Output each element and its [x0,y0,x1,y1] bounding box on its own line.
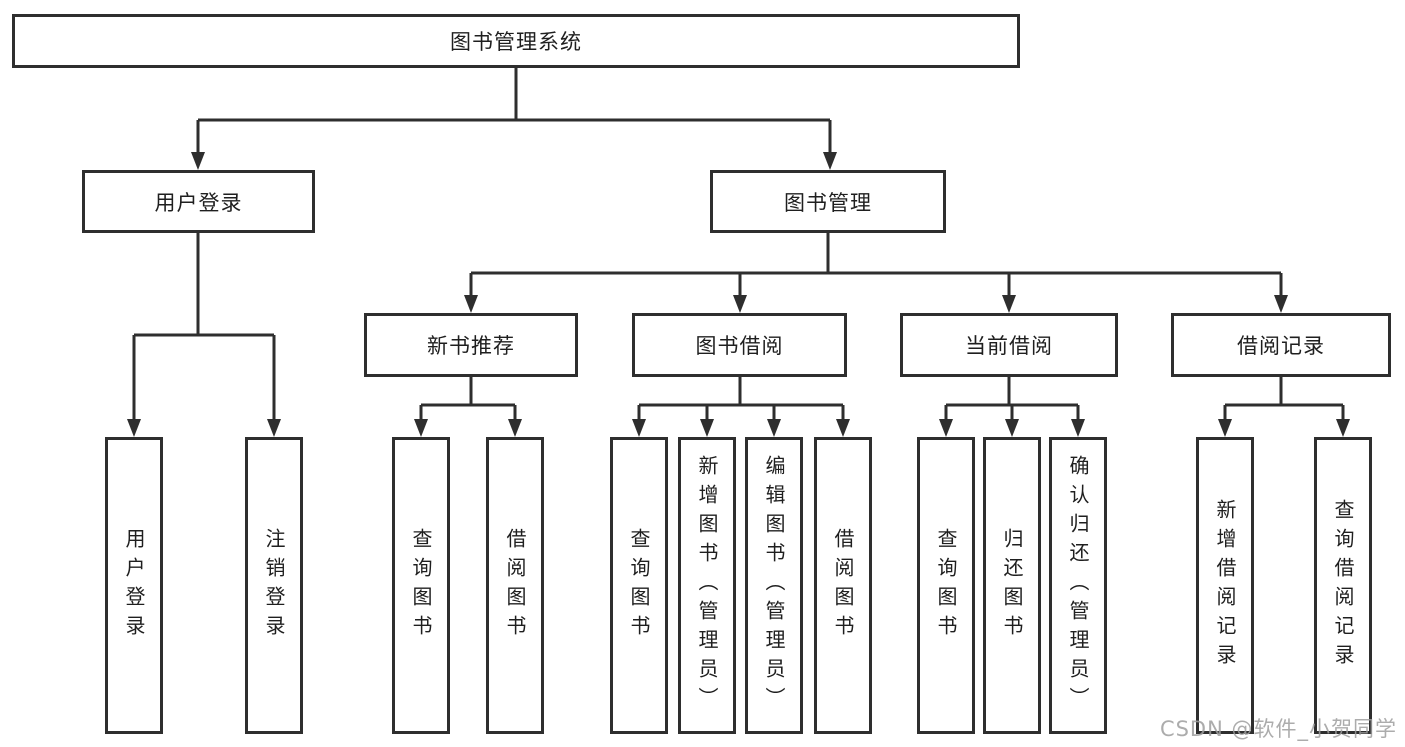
arrow-down-icon [939,419,953,437]
arrow-down-icon [267,419,281,437]
arrow-down-icon [836,419,850,437]
node-user-login: 用户登录 [82,170,315,233]
node-current-borrow: 当前借阅 [900,313,1118,377]
node-root: 图书管理系统 [12,14,1020,68]
node-book-mgmt-label: 图书管理 [784,190,872,215]
node-cb-return-books-label: 归还图书 [1000,527,1024,644]
arrow-down-icon [1071,419,1085,437]
arrow-down-icon [191,152,205,170]
node-bb-edit-books-label: 编辑图书（管理员） [762,455,786,716]
arrow-down-icon [767,419,781,437]
node-bb-add-books-label: 新增图书（管理员） [695,455,719,716]
connector-new-book-rec-children [419,377,517,421]
arrow-down-icon [508,419,522,437]
node-book-borrow-label: 图书借阅 [695,334,784,358]
node-current-borrow-label: 当前借阅 [965,334,1053,358]
node-br-add-record-label: 新增借阅记录 [1213,498,1237,673]
connector-current-borrow-children [944,377,1080,421]
arrow-down-icon [632,419,646,437]
arrow-down-icon [733,295,747,313]
arrow-down-icon [414,419,428,437]
node-bb-query-books-label: 查询图书 [627,527,651,644]
node-ul-user-login: 用户登录 [105,437,163,734]
node-nbr-query-books-label: 查询图书 [409,527,433,644]
node-cb-return-books: 归还图书 [983,437,1041,734]
node-book-borrow: 图书借阅 [632,313,847,377]
arrow-down-icon [127,419,141,437]
connector-book-mgmt-children [469,233,1283,297]
node-nbr-borrow-books-label: 借阅图书 [503,527,527,644]
node-borrow-records-label: 借阅记录 [1237,334,1325,358]
connector-book-borrow-children [637,377,845,421]
connector-borrow-records-children [1223,377,1345,421]
node-bb-add-books: 新增图书（管理员） [678,437,736,734]
node-bb-edit-books: 编辑图书（管理员） [745,437,803,734]
node-nbr-query-books: 查询图书 [392,437,450,734]
arrow-down-icon [1274,295,1288,313]
node-book-mgmt: 图书管理 [710,170,946,233]
node-new-book-rec: 新书推荐 [364,313,578,377]
node-ul-user-login-label: 用户登录 [122,527,146,644]
arrow-down-icon [823,152,837,170]
arrow-down-icon [1005,419,1019,437]
node-br-add-record: 新增借阅记录 [1196,437,1254,734]
arrow-down-icon [700,419,714,437]
arrow-down-icon [1218,419,1232,437]
node-nbr-borrow-books: 借阅图书 [486,437,544,734]
node-new-book-rec-label: 新书推荐 [427,334,515,358]
node-cb-confirm-return: 确认归还（管理员） [1049,437,1107,734]
arrow-down-icon [464,295,478,313]
connector-user-login-children [132,233,276,421]
node-br-query-record-label: 查询借阅记录 [1331,498,1355,673]
node-user-login-label: 用户登录 [154,190,243,215]
node-cb-query-books: 查询图书 [917,437,975,734]
node-root-label: 图书管理系统 [450,30,582,54]
node-cb-query-books-label: 查询图书 [934,527,958,644]
arrow-down-icon [1336,419,1350,437]
node-bb-query-books: 查询图书 [610,437,668,734]
node-br-query-record: 查询借阅记录 [1314,437,1372,734]
node-bb-borrow-books-label: 借阅图书 [831,527,855,644]
connector-root-to-level2 [196,68,832,154]
arrowheads [127,152,1350,437]
node-ul-logout-label: 注销登录 [262,527,286,644]
node-cb-confirm-return-label: 确认归还（管理员） [1066,455,1090,716]
arrow-down-icon [1002,295,1016,313]
node-ul-logout: 注销登录 [245,437,303,734]
node-bb-borrow-books: 借阅图书 [814,437,872,734]
node-borrow-records: 借阅记录 [1171,313,1391,377]
